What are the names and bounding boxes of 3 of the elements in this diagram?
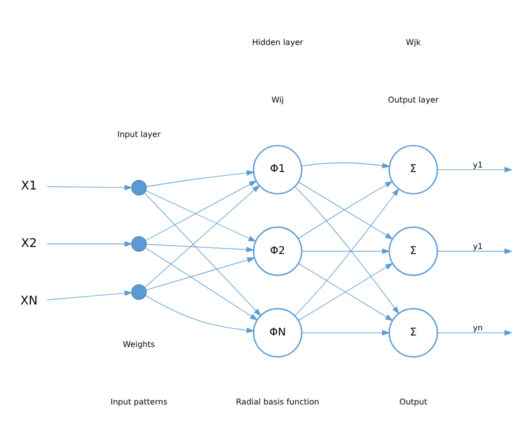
node-text: XN xyxy=(20,293,38,308)
node-text: X2 xyxy=(21,236,37,250)
node-text: X1 xyxy=(21,178,37,192)
